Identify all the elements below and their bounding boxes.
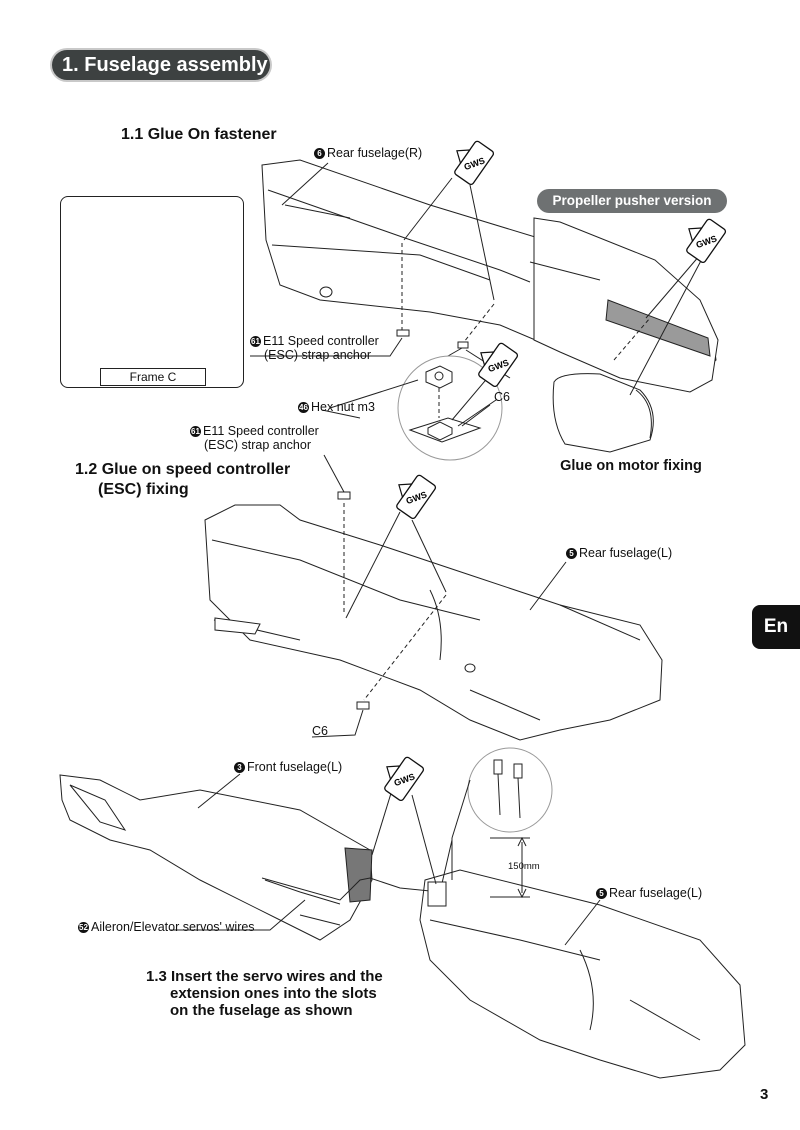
label-c6-b: C6 xyxy=(312,724,328,738)
part-number-badge: 5 xyxy=(596,888,607,899)
part-number-badge: 61 xyxy=(190,426,201,437)
label-c6-a: C6 xyxy=(494,390,510,404)
rear-fuselage-l-drawing xyxy=(204,504,663,741)
rear-fuselage-l-drawing-2 xyxy=(419,869,746,1079)
frame-c-caption: Frame C xyxy=(100,368,206,386)
pusher-header: Propeller pusher version xyxy=(537,189,727,213)
part-number-badge: 3 xyxy=(234,762,245,773)
dimension-label: 150mm xyxy=(508,861,540,872)
motor-fixing-caption: Glue on motor fixing xyxy=(560,458,702,474)
page-number: 3 xyxy=(760,1086,769,1103)
section-title: 1. Fuselage assembly xyxy=(52,50,270,80)
part-number-badge: 61 xyxy=(250,336,261,347)
part-number-badge: 5 xyxy=(566,548,577,559)
part-number-badge: 46 xyxy=(298,402,309,413)
step-1-3-heading: 1.3 Insert the servo wires and the exten… xyxy=(146,968,383,1019)
front-fuselage-l-drawing xyxy=(59,774,373,941)
step-1-1-heading: 1.1 Glue On fastener xyxy=(121,126,277,143)
part-number-badge: 52 xyxy=(78,922,89,933)
language-tab: En xyxy=(752,605,800,649)
frame-c-panel xyxy=(60,196,244,388)
part-number-badge: 6 xyxy=(314,148,325,159)
step-1-2-heading: 1.2 Glue on speed controller xyxy=(75,461,291,478)
step-1-2-heading-line2: (ESC) fixing xyxy=(98,481,189,498)
